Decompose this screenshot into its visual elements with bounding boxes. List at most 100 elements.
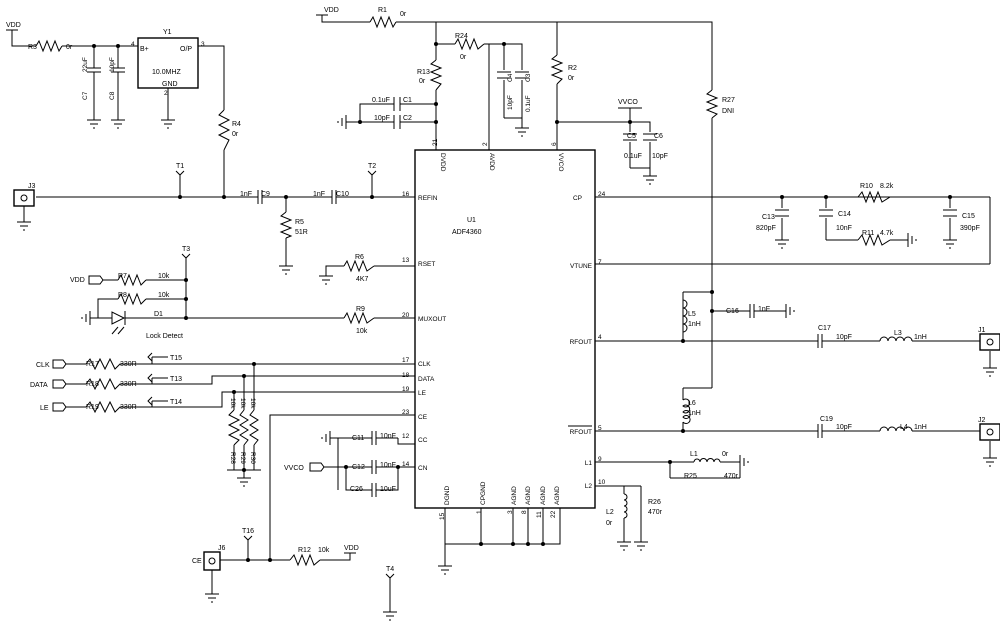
l3-value: 1nH <box>914 334 927 341</box>
port-le-icon <box>52 402 67 412</box>
u1-part: ADF4360 <box>452 229 482 236</box>
c11-capacitor <box>371 431 377 445</box>
pin-num-1: 1 <box>476 510 483 514</box>
r27-ref: R27 <box>722 97 735 104</box>
r5-resistor <box>279 211 293 239</box>
y1-freq: 10.0MHZ <box>152 69 182 76</box>
ground-icon <box>907 233 917 247</box>
pin-name-ce: CE <box>418 414 428 421</box>
pin-num-19: 19 <box>402 386 410 393</box>
r13-value: 0r <box>419 78 426 85</box>
pin-num-14: 14 <box>402 461 410 468</box>
connectors: J3 J1 J2 J6 <box>13 183 1000 571</box>
c3-capacitor <box>515 71 529 79</box>
tp-t14: T14 <box>170 399 182 406</box>
c7-value: 22uF <box>82 57 89 72</box>
c16-capacitor <box>749 304 755 318</box>
pin-num-12: 12 <box>402 433 410 440</box>
j1-label: J1 <box>978 327 986 334</box>
r1-resistor <box>369 15 397 29</box>
net-vvco-cn: VVCO <box>284 465 304 472</box>
light-arrow-icon <box>111 326 119 335</box>
pin-num-10: 10 <box>598 479 606 486</box>
testpoint-icon <box>147 352 153 362</box>
c2-ref: C2 <box>403 115 412 122</box>
l1-inductor <box>693 458 721 463</box>
pin-name-vvco: VVCO <box>557 153 564 171</box>
c5-capacitor <box>623 133 637 141</box>
r29-resistor <box>239 409 249 446</box>
net-flags: VDD VDD VVCO VDD VDD CLK DATA LE VVCO CE <box>6 7 642 565</box>
tp-t15: T15 <box>170 355 182 362</box>
r8-value: 10k <box>158 292 170 299</box>
c26-value: 10uF <box>380 486 396 493</box>
r7-value: 10k <box>158 273 170 280</box>
pin-num-11: 11 <box>536 511 543 518</box>
pin-num-6: 6 <box>551 142 558 146</box>
tp-t13: T13 <box>170 376 182 383</box>
ground-icon <box>337 115 347 129</box>
j6-connector-icon <box>203 551 221 571</box>
net-vdd-crystal: VDD <box>6 22 21 29</box>
pin-num-7: 7 <box>598 259 602 266</box>
ground-icon <box>643 175 657 185</box>
c17-ref: C17 <box>818 325 831 332</box>
r2-ref: R2 <box>568 65 577 72</box>
l4-inductor <box>879 426 913 432</box>
r25-ref: R25 <box>684 473 697 480</box>
ground-icon <box>321 431 331 445</box>
r24-ref: R24 <box>455 33 468 40</box>
c9-ref: C9 <box>261 191 270 198</box>
testpoint-icon <box>385 573 395 579</box>
pin-num-22: 22 <box>550 510 557 518</box>
r13-ref: R13 <box>417 69 430 76</box>
c10-ref: C10 <box>336 191 349 198</box>
pin-name-l1: L1 <box>585 460 593 467</box>
testpoint-icon <box>147 396 153 406</box>
pin-name-cc: CC <box>418 437 428 444</box>
c1-value: 0.1uF <box>372 97 390 104</box>
l5-value: 1nH <box>688 321 701 328</box>
c3-value: 0.1uF <box>525 95 532 112</box>
tp-t16: T16 <box>242 528 254 535</box>
ground-icon <box>279 265 293 275</box>
c7-capacitor <box>87 60 101 80</box>
r10-resistor <box>857 190 891 204</box>
r30-ref: R30 <box>249 452 256 464</box>
l5-ref: L5 <box>688 311 696 318</box>
l6-value: 1nH <box>688 410 701 417</box>
r6-ref: R6 <box>355 254 364 261</box>
capacitor-symbols <box>87 60 957 497</box>
testpoint-icon <box>181 253 191 259</box>
r3-ref: R3 <box>28 44 37 51</box>
r13-resistor <box>429 59 443 91</box>
r27-value: DNI <box>722 108 734 115</box>
r12-ref: R12 <box>298 547 311 554</box>
ground-icon <box>775 239 789 249</box>
r6-resistor <box>343 259 375 273</box>
net-vdd-r7: VDD <box>70 277 85 284</box>
tp-t2: T2 <box>368 163 376 170</box>
r24-value: 0r <box>460 54 467 61</box>
pin-name-agnd-8: AGND <box>525 486 532 505</box>
pin-name-agnd-22: AGND <box>554 486 561 505</box>
pin-num-24: 24 <box>598 191 606 198</box>
testpoint-icon <box>175 170 185 176</box>
ground-icon <box>81 311 91 325</box>
pin-name-clk: CLK <box>418 361 431 368</box>
r19-ref: R19 <box>86 404 99 411</box>
net-clk: CLK <box>36 362 50 369</box>
c19-value: 10pF <box>836 424 852 431</box>
c4-ref: C4 <box>507 73 514 82</box>
r1-value: 0r <box>400 11 407 18</box>
c14-value: 10nF <box>836 225 852 232</box>
diode-d1: D1 Lock Detect <box>111 311 183 340</box>
y1-pin4: 4 <box>131 41 135 48</box>
ground-icon <box>634 541 648 551</box>
ground-icon <box>205 593 219 603</box>
r7-resistor <box>117 273 147 287</box>
l2-ref: L2 <box>606 509 614 516</box>
j2-label: J2 <box>978 417 986 424</box>
r17-ref: R17 <box>86 361 99 368</box>
